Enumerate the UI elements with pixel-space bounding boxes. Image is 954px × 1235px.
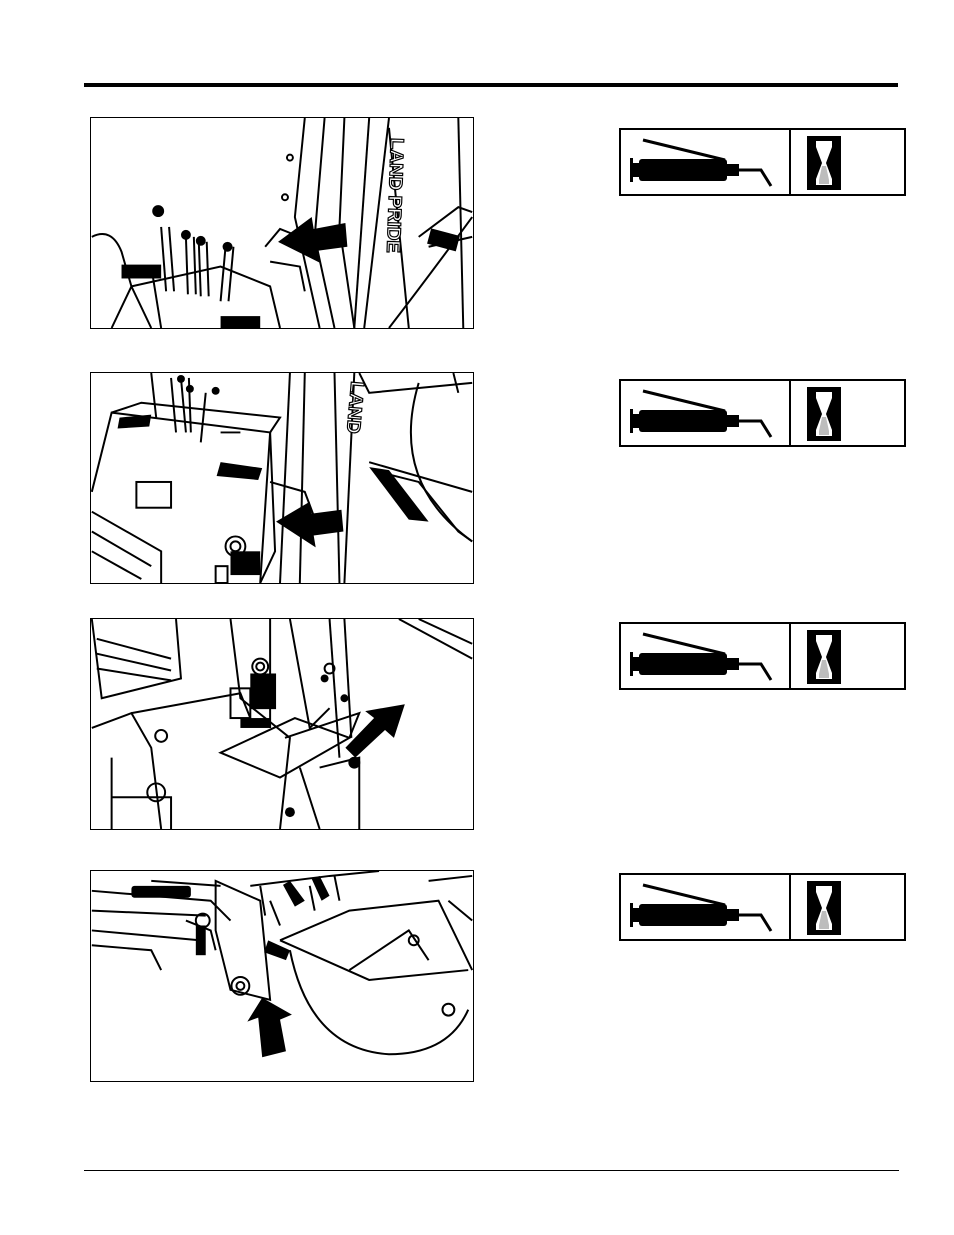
lube-point-figure-3 [90,618,474,830]
symbol-divider [789,130,791,194]
footer-rule [84,1170,899,1171]
lube-symbol-2 [619,379,906,447]
bucket-pivot-illustration [91,871,473,1081]
grease-gun-icon [621,130,789,194]
lube-point-figure-1: LAND PRIDE [90,117,474,329]
lube-point-figure-2: LAND [90,372,474,584]
stabilizer-pivot-illustration [91,619,473,829]
lube-symbol-1 [619,128,906,196]
hourglass-icon [807,136,841,190]
lube-symbol-4 [619,873,906,941]
land-pride-decal: LAND PRIDE [383,138,408,254]
lube-point-figure-4 [90,870,474,1082]
header-rule [84,83,898,87]
hourglass-icon [807,630,841,684]
grease-gun-icon [621,381,789,445]
hourglass-icon [807,387,841,441]
grease-gun-icon [621,875,789,939]
lube-symbol-3 [619,622,906,690]
land-decal: LAND [343,381,368,435]
symbol-divider [789,381,791,445]
hourglass-icon [807,881,841,935]
symbol-divider [789,875,791,939]
grease-gun-icon [621,624,789,688]
symbol-divider [789,624,791,688]
swing-pivot-illustration: LAND [91,373,473,583]
backhoe-control-tower-illustration: LAND PRIDE [91,118,473,328]
